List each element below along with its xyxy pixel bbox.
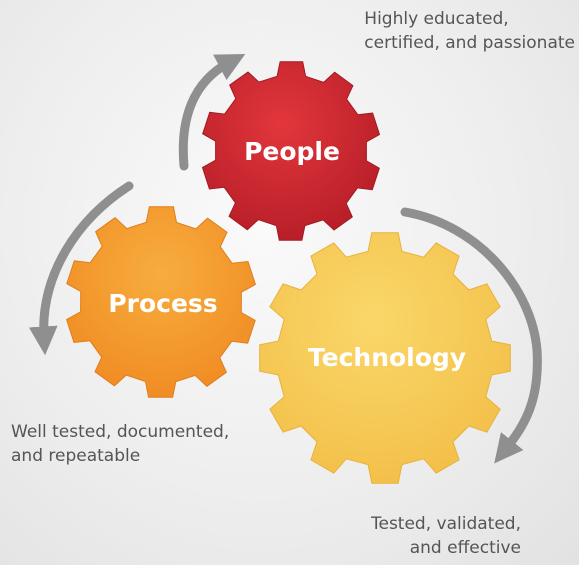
people-caption-line-2: certified, and passionate [364,33,575,53]
people-caption: Highly educated, certified, and passiona… [364,7,575,55]
technology-caption: Tested, validated, and effective [371,512,521,560]
people-caption-line-1: Highly educated, [364,9,509,29]
people-arrow-icon [178,53,246,171]
technology-gear-icon [259,232,511,484]
process-caption: Well tested, documented, and repeatable [11,420,229,468]
technology-caption-line-1: Tested, validated, [371,514,521,534]
people-gear-icon [201,61,381,241]
process-gear-icon [65,206,257,398]
technology-caption-line-2: and effective [409,538,521,558]
technology-arrow-icon [400,207,542,464]
process-arrow-icon [28,181,134,356]
people-gear-label: People [244,137,340,166]
process-caption-line-2: and repeatable [11,446,141,466]
process-caption-line-1: Well tested, documented, [11,422,230,442]
technology-gear-label: Technology [308,343,466,372]
process-gear-label: Process [108,289,217,318]
